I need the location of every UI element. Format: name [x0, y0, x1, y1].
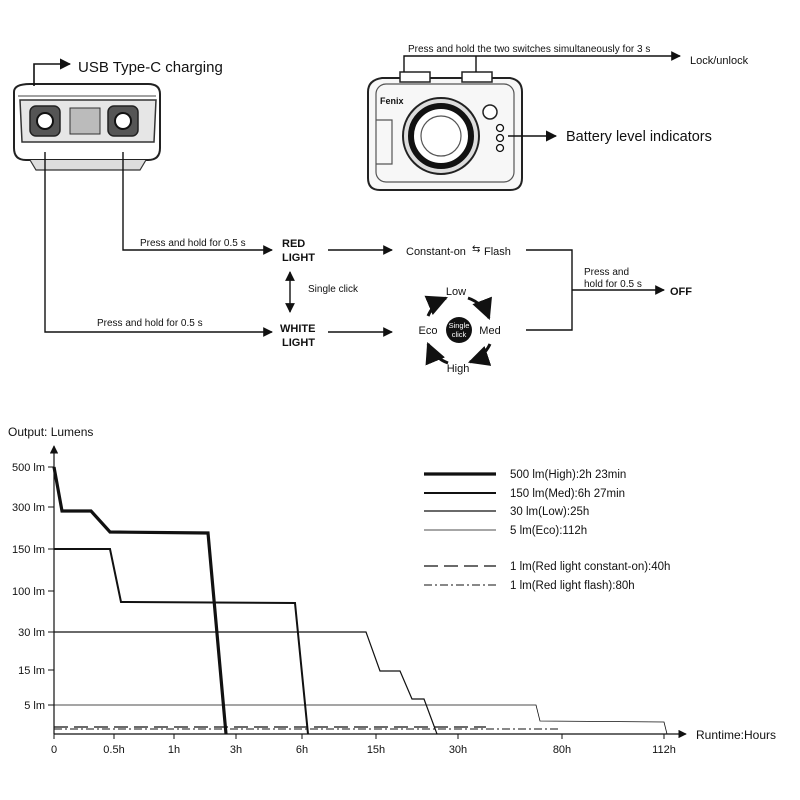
off-bracket: [526, 249, 573, 331]
battery-led-3: [495, 143, 505, 153]
battery-led-2: [495, 133, 505, 143]
off-press-2: hold for 0.5 s: [584, 279, 642, 290]
chart-ylabel: Output: Lumens: [8, 425, 93, 439]
mode-cycle: Single click Low Med High Eco: [419, 286, 501, 375]
y-tick-label: 500 lm: [12, 462, 45, 474]
single-click-label: Single click: [308, 284, 359, 295]
legend-label: 5 lm(Eco):112h: [510, 525, 587, 537]
white-press-label: Press and hold for 0.5 s: [97, 318, 203, 329]
red-flow-arrow: [122, 152, 273, 255]
red-press-label: Press and hold for 0.5 s: [140, 238, 246, 249]
x-tick-label: 6h: [296, 744, 308, 756]
legend-label: 500 lm(High):2h 23min: [510, 469, 626, 481]
lock-result: Lock/unlock: [690, 55, 749, 67]
x-tick-label: 80h: [553, 744, 571, 756]
flash-label: Flash: [484, 246, 511, 258]
red-light-label-2: LIGHT: [282, 252, 315, 264]
mode-high: High: [447, 363, 470, 375]
mode-low: Low: [446, 286, 466, 298]
y-tick-label: 100 lm: [12, 586, 45, 598]
x-tick-label: 30h: [449, 744, 467, 756]
series-line: [52, 466, 228, 735]
legend-label: 30 lm(Low):25h: [510, 506, 589, 518]
swap-icon: ⇆: [472, 244, 480, 255]
chart-xlabel: Runtime:Hours: [696, 728, 776, 742]
series-line: [54, 704, 668, 735]
single-click-button-icon: [446, 317, 472, 343]
constant-on-label: Constant-on: [406, 246, 466, 258]
y-tick-label: 15 lm: [18, 665, 45, 677]
series-line: [54, 548, 309, 735]
lock-label: Press and hold the two switches simultan…: [408, 44, 650, 55]
x-tick-label: 0: [51, 744, 57, 756]
off-press-1: Press and: [584, 267, 629, 278]
center-label-2: click: [452, 330, 467, 339]
y-tick-label: 30 lm: [18, 627, 45, 639]
legend-label: 1 lm(Red light constant-on):40h: [510, 561, 670, 573]
headlamp-front-view: Fenix: [367, 71, 523, 191]
red-switch-icon: [36, 112, 54, 130]
white-light-label-2: LIGHT: [282, 337, 315, 349]
mode-eco: Eco: [419, 325, 438, 337]
y-tick-label: 150 lm: [12, 544, 45, 556]
white-switch-icon: [114, 112, 132, 130]
center-label-1: Single: [449, 321, 470, 330]
mode-med: Med: [479, 325, 500, 337]
white-flow-arrow: [44, 152, 273, 337]
lock-arrow: [403, 51, 681, 72]
y-tick-label: 300 lm: [12, 502, 45, 514]
off-label: OFF: [670, 286, 692, 298]
x-tick-label: 1h: [168, 744, 180, 756]
series-line: [54, 631, 438, 735]
runtime-chart: Output: Lumens Runtime:Hours 500 lm 300 l…: [8, 425, 776, 756]
battery-label: Battery level indicators: [566, 129, 712, 145]
white-light-label-1: WHITE: [280, 323, 315, 335]
headlamp-top-view: [13, 83, 161, 171]
usb-arrow: [33, 58, 72, 86]
brand-logo: Fenix: [380, 96, 404, 106]
x-tick-label: 0.5h: [103, 744, 124, 756]
x-tick-label: 112h: [652, 744, 676, 756]
y-tick-label: 5 lm: [24, 700, 45, 712]
usb-label: USB Type-C charging: [78, 59, 223, 76]
red-light-label-1: RED: [282, 238, 305, 250]
legend-label: 150 lm(Med):6h 27min: [510, 488, 625, 500]
x-tick-label: 3h: [230, 744, 242, 756]
x-tick-label: 15h: [367, 744, 385, 756]
legend-label: 1 lm(Red light flash):80h: [510, 580, 635, 592]
battery-led-1: [495, 123, 505, 133]
